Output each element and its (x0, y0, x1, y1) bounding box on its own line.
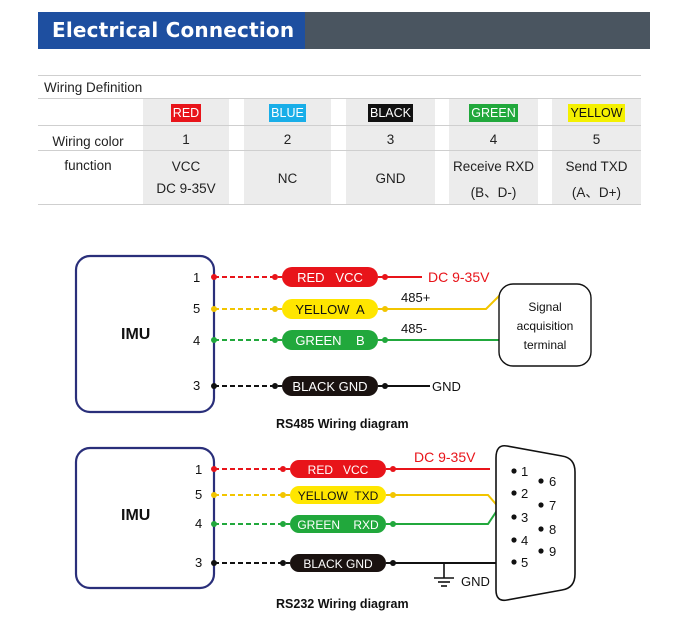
signal-acquisition-terminal (498, 283, 592, 367)
rs485-gnd-label: GND (432, 379, 461, 394)
db9-pin-4: 4 (521, 533, 528, 548)
db9-pin-2: 2 (521, 486, 528, 501)
db9-pin-9: 9 (549, 544, 556, 559)
rs232-red-label: RED VCC (308, 463, 369, 477)
section-title: Electrical Connection (52, 18, 295, 42)
table-bottom-rule (38, 204, 641, 205)
rs232-caption: RS232 Wiring diagram (276, 597, 409, 611)
rs485-pin-3: 3 (193, 378, 200, 393)
rs485-485plus: 485+ (401, 290, 430, 305)
rs232-imu-label: IMU (121, 507, 150, 524)
pin-number: 2 (283, 132, 292, 147)
db9-pin-7: 7 (549, 498, 556, 513)
terminal-label-line1: Signal (528, 300, 561, 314)
db9-pin-8: 8 (549, 522, 556, 537)
table-rule (38, 98, 641, 99)
section-header: Electrical Connection (38, 12, 650, 49)
function-rxd-note: (B、D-) (470, 185, 517, 200)
rs485-red-label: RED VCC (297, 270, 363, 285)
rs485-imu-label: IMU (121, 326, 150, 343)
terminal-label-line2: acquisition (517, 319, 574, 333)
function-voltage: DC 9-35V (156, 181, 216, 196)
db9-pin-6: 6 (549, 474, 556, 489)
rs485-black-wire: BLACK GND GND (211, 376, 461, 396)
rs232-pin-1: 1 (195, 462, 202, 477)
rs232-dc-label: DC 9-35V (414, 449, 476, 465)
rs485-imu-box (74, 254, 216, 414)
rs232-pin-3: 3 (195, 555, 202, 570)
table-top-rule (38, 75, 641, 76)
function-txd-note: (A、D+) (571, 185, 622, 200)
function-vcc: VCC (171, 159, 201, 174)
color-chip-blue: BLUE (269, 104, 306, 122)
rs232-yellow-wire: YELLOW TXD (211, 486, 509, 519)
rs485-caption: RS485 Wiring diagram (276, 417, 409, 431)
table-rule (38, 150, 641, 151)
pin-number: 5 (592, 132, 601, 147)
db9-pin-1: 1 (521, 464, 528, 479)
rs485-dc-label: DC 9-35V (428, 269, 490, 285)
rs485-red-wire: RED VCC DC 9-35V (211, 267, 490, 287)
rs485-pin-4: 4 (193, 333, 200, 348)
color-chip-green: GREEN (469, 104, 518, 122)
rs232-imu-box (74, 446, 216, 590)
pin-number: 4 (489, 132, 498, 147)
pin-number: 3 (386, 132, 395, 147)
rs232-pin-4: 4 (195, 516, 202, 531)
table-rule (38, 125, 641, 126)
db9-pin-3: 3 (521, 510, 528, 525)
rs232-yellow-label: YELLOW TXD (298, 489, 379, 503)
function-nc: NC (277, 171, 298, 186)
row-label-function: function (64, 158, 112, 173)
rs485-yellow-wire: YELLOW A 485+ (211, 290, 501, 319)
rs232-diagram: IMU 1 5 4 3 RED VCC DC 9-35V YELLOW TXD (74, 444, 576, 611)
color-chip-red: RED (170, 104, 202, 122)
table-caption: Wiring Definition (44, 80, 143, 95)
color-chip-black: BLACK (368, 104, 413, 122)
db9-connector: 1 2 3 4 5 6 7 8 9 (495, 444, 576, 602)
rs232-green-label: GREEN RXD (297, 518, 379, 532)
rs485-green-wire: GREEN B 485- (211, 321, 500, 350)
rs485-black-label: BLACK GND (292, 379, 367, 394)
rs485-pin-5: 5 (193, 301, 200, 316)
rs485-diagram: IMU 1 5 4 3 RED VCC DC 9-35V YELLOW A 48… (74, 254, 592, 431)
terminal-label-line3: terminal (524, 338, 567, 352)
rs485-yellow-label: YELLOW A (295, 302, 365, 317)
rs232-pin-5: 5 (195, 487, 202, 502)
rs232-red-wire: RED VCC DC 9-35V (211, 449, 490, 478)
rs232-black-wire: BLACK GND GND (211, 554, 508, 589)
function-gnd: GND (375, 171, 406, 186)
header-gray-bar (305, 12, 650, 49)
rs485-green-label: GREEN B (295, 333, 364, 348)
color-chip-yellow: YELLOW (568, 104, 625, 122)
db9-pin-5: 5 (521, 555, 528, 570)
function-txd: Send TXD (565, 159, 628, 174)
rs232-black-label: BLACK GND (303, 557, 373, 571)
pin-number: 1 (182, 132, 190, 147)
function-rxd: Receive RXD (452, 159, 535, 174)
rs232-gnd-label: GND (461, 574, 490, 589)
row-label-wiring-color: Wiring color (52, 134, 124, 149)
rs485-485minus: 485- (401, 321, 427, 336)
rs485-pin-1: 1 (193, 270, 200, 285)
header-accent-block (38, 12, 305, 49)
